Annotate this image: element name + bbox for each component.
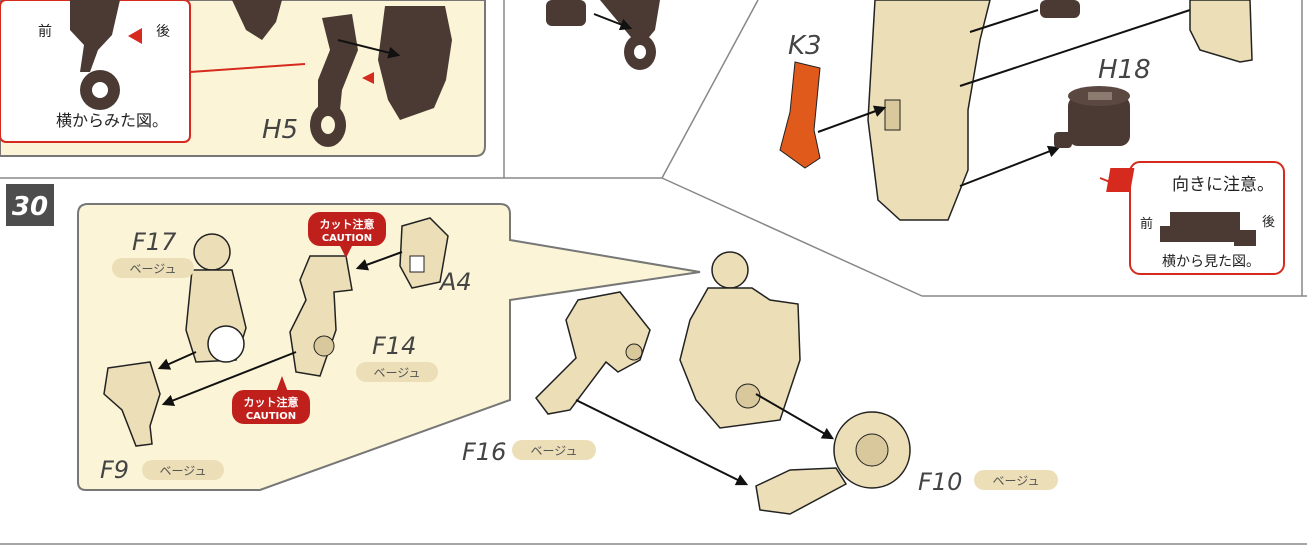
part-label-f16: F16	[462, 438, 506, 466]
part-label-a4: A4	[438, 268, 472, 296]
warning-title: 向きに注意。	[1172, 175, 1274, 195]
warning-icon	[1106, 168, 1134, 192]
part-label-h18: H18	[1098, 55, 1151, 85]
part-label-f10: F10	[918, 468, 962, 496]
warning-part-drawing	[1170, 212, 1240, 242]
top-middle-assembly	[546, 0, 660, 70]
back-label: 後	[156, 24, 170, 40]
step-30: 30 F17 ベージュ F14 ベージュ A4 カッ	[6, 184, 1058, 514]
warning-front-label: 前	[1140, 216, 1153, 232]
svg-text:カット注意: カット注意	[320, 217, 375, 231]
color-tag-f14-text: ベージュ	[374, 366, 421, 380]
svg-text:!: !	[1149, 169, 1158, 193]
svg-text:CAUTION: CAUTION	[246, 411, 296, 422]
top-left-panel: 前 後 横からみた図。 H5	[0, 0, 485, 156]
part-f10-drawing	[756, 412, 910, 514]
front-label: 前	[38, 23, 52, 40]
color-tag-f17-text: ベージュ	[130, 262, 177, 276]
step-number: 30	[12, 192, 48, 222]
part-label-f9: F9	[100, 456, 129, 484]
side-view-caption: 横からみた図。	[56, 111, 168, 130]
part-label-h5: H5	[262, 115, 298, 145]
color-tag-f16-text: ベージュ	[531, 444, 578, 458]
part-label-f14: F14	[372, 332, 416, 360]
color-tag-f9-text: ベージュ	[160, 464, 207, 478]
color-tag-f10-text: ベージュ	[993, 474, 1040, 488]
svg-text:CAUTION: CAUTION	[322, 233, 372, 244]
part-label-k3: K3	[788, 31, 822, 61]
part-label-f17: F17	[132, 228, 177, 256]
warning-back-label: 後	[1262, 215, 1275, 230]
part-h18-drawing	[1054, 86, 1130, 148]
part-k3-drawing	[780, 62, 820, 168]
assembled-part-drawing	[680, 252, 800, 428]
svg-text:カット注意: カット注意	[244, 395, 299, 409]
part-f16-drawing	[536, 292, 650, 414]
top-right-assembly: K3 H18 ! 向きに注意。 前 後 横から見た図。	[780, 0, 1284, 274]
warning-caption: 横から見た図。	[1162, 254, 1260, 270]
